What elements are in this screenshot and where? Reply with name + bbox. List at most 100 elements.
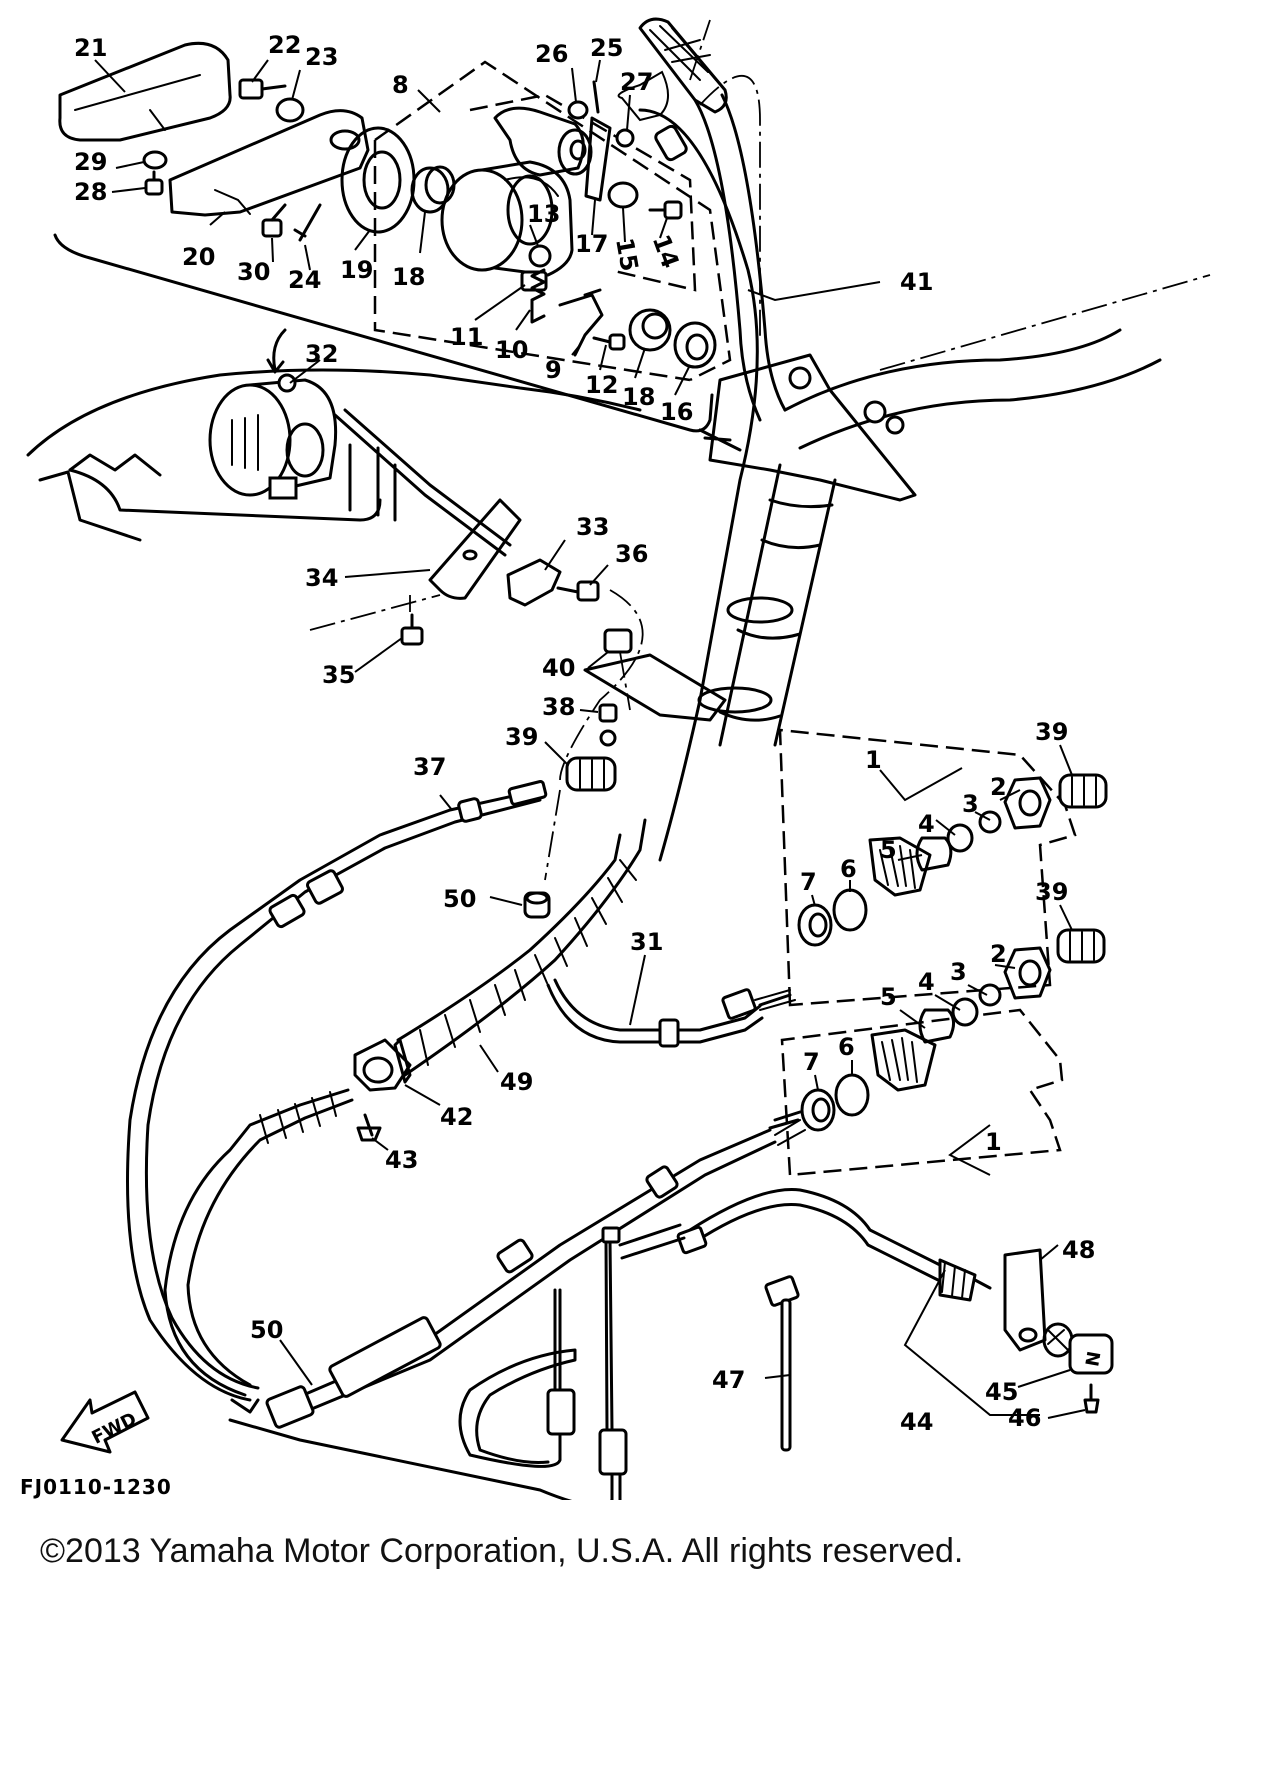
callout-21: 21 bbox=[74, 34, 107, 62]
grommet-7-upper bbox=[797, 903, 833, 947]
callout-6-upper: 6 bbox=[840, 855, 857, 883]
callout-13: 13 bbox=[527, 200, 560, 228]
bolt-14 bbox=[648, 200, 683, 220]
washer-4-lower bbox=[951, 997, 979, 1027]
screw-38 bbox=[598, 703, 618, 747]
callout-44: 44 bbox=[900, 1408, 933, 1436]
clamp-33 bbox=[506, 558, 562, 607]
plate-19 bbox=[340, 126, 416, 234]
callout-39-lower-right: 39 bbox=[1035, 878, 1068, 906]
callout-23: 23 bbox=[305, 43, 338, 71]
sleeve-39-lower bbox=[1056, 928, 1106, 964]
bolt-36 bbox=[556, 580, 600, 602]
callout-32: 32 bbox=[305, 340, 338, 368]
callout-6-lower: 6 bbox=[838, 1033, 855, 1061]
throttle-housing bbox=[440, 160, 574, 277]
screw-25 bbox=[592, 80, 600, 114]
callout-28: 28 bbox=[74, 178, 107, 206]
pin-13 bbox=[528, 244, 552, 268]
callout-labels: 21 22 23 8 26 25 27 29 28 20 30 24 19 18… bbox=[74, 31, 1095, 1436]
sleeve-39 bbox=[565, 756, 617, 792]
callout-34: 34 bbox=[305, 564, 338, 592]
spring-10 bbox=[530, 268, 546, 324]
nut-2-upper bbox=[1003, 776, 1052, 830]
callout-45: 45 bbox=[985, 1378, 1018, 1406]
bolt-35 bbox=[400, 613, 424, 646]
bolt-22 bbox=[238, 78, 287, 100]
callout-30: 30 bbox=[237, 258, 270, 286]
callout-2-upper: 2 bbox=[990, 773, 1007, 801]
fwd-label: FWD bbox=[89, 1409, 140, 1449]
callout-9: 9 bbox=[545, 356, 562, 384]
callout-12: 12 bbox=[585, 371, 618, 399]
callout-5-lower: 5 bbox=[880, 983, 897, 1011]
bolt-27 bbox=[615, 128, 635, 148]
grommet-42 bbox=[353, 1038, 412, 1092]
fitting-6-lower bbox=[870, 1028, 937, 1092]
sleeve-39-upper bbox=[1058, 773, 1108, 809]
callout-1-upper: 1 bbox=[865, 746, 882, 774]
lever-9 bbox=[558, 288, 604, 357]
screw-43 bbox=[356, 1113, 382, 1142]
bracket-20 bbox=[168, 109, 370, 217]
callout-19: 19 bbox=[340, 256, 373, 284]
callout-3-upper: 3 bbox=[962, 790, 979, 818]
nut-26 bbox=[567, 100, 589, 120]
fitting-group-upper bbox=[778, 728, 1108, 1007]
leader-lines bbox=[94, 59, 1086, 1419]
fwd-arrow-icon: FWD bbox=[60, 1390, 150, 1454]
washer-23 bbox=[275, 97, 305, 123]
washer-15 bbox=[607, 181, 639, 209]
callout-2-lower: 2 bbox=[990, 940, 1007, 968]
screw-30 bbox=[261, 203, 287, 238]
indicator-cable-44 bbox=[618, 1188, 992, 1302]
callout-50-lower: 50 bbox=[250, 1316, 283, 1344]
throttle-cable-31 bbox=[546, 978, 796, 1048]
insert-5-lower bbox=[918, 1008, 955, 1044]
callout-47: 47 bbox=[712, 1366, 745, 1394]
bracket-48 bbox=[1003, 1248, 1047, 1352]
callout-31: 31 bbox=[630, 928, 663, 956]
callout-43: 43 bbox=[385, 1146, 418, 1174]
fitting-group-lower bbox=[758, 928, 1106, 1177]
cable-50-long bbox=[163, 1088, 806, 1429]
switch-body bbox=[493, 106, 593, 177]
washer-4-upper bbox=[946, 823, 974, 853]
handlebar-assembly bbox=[617, 17, 1211, 862]
plate-17 bbox=[584, 116, 612, 202]
bushing-18-lower bbox=[628, 308, 672, 352]
screw-46 bbox=[1083, 1383, 1100, 1414]
callout-39-upper-right: 39 bbox=[1035, 718, 1068, 746]
callout-35: 35 bbox=[322, 661, 355, 689]
callout-49: 49 bbox=[500, 1068, 533, 1096]
bushing-18 bbox=[410, 165, 456, 214]
callout-1-lower: 1 bbox=[985, 1128, 1002, 1156]
callout-41: 41 bbox=[900, 268, 933, 296]
bracket-34 bbox=[428, 498, 522, 600]
svg-text:N: N bbox=[1082, 1350, 1105, 1368]
grommet-7-lower bbox=[800, 1088, 836, 1132]
callout-26: 26 bbox=[535, 40, 568, 68]
exploded-parts-diagram: N bbox=[26, 17, 1211, 1500]
callout-20: 20 bbox=[182, 243, 215, 271]
callout-11: 11 bbox=[450, 323, 483, 351]
callout-4-upper: 4 bbox=[918, 810, 935, 838]
callout-42: 42 bbox=[440, 1103, 473, 1131]
callout-16: 16 bbox=[660, 398, 693, 426]
nut-40 bbox=[603, 628, 633, 711]
copyright-notice: ©2013 Yamaha Motor Corporation, U.S.A. A… bbox=[40, 1532, 964, 1570]
washer-3-lower bbox=[978, 983, 1002, 1007]
callout-3-lower: 3 bbox=[950, 958, 967, 986]
bushing-50-upper bbox=[523, 891, 551, 919]
cap-45: N bbox=[1068, 1333, 1114, 1375]
callout-24: 24 bbox=[288, 266, 321, 294]
fitting-6-upper bbox=[868, 836, 932, 897]
drawing-code: FJ0110-1230 bbox=[20, 1475, 172, 1499]
callout-37: 37 bbox=[413, 753, 446, 781]
callout-18-lower: 18 bbox=[622, 383, 655, 411]
mid-bracket-group bbox=[544, 589, 727, 881]
callout-38: 38 bbox=[542, 693, 575, 721]
sensor-leads bbox=[228, 1226, 628, 1500]
callout-33: 33 bbox=[576, 513, 609, 541]
screw-24 bbox=[293, 203, 322, 242]
